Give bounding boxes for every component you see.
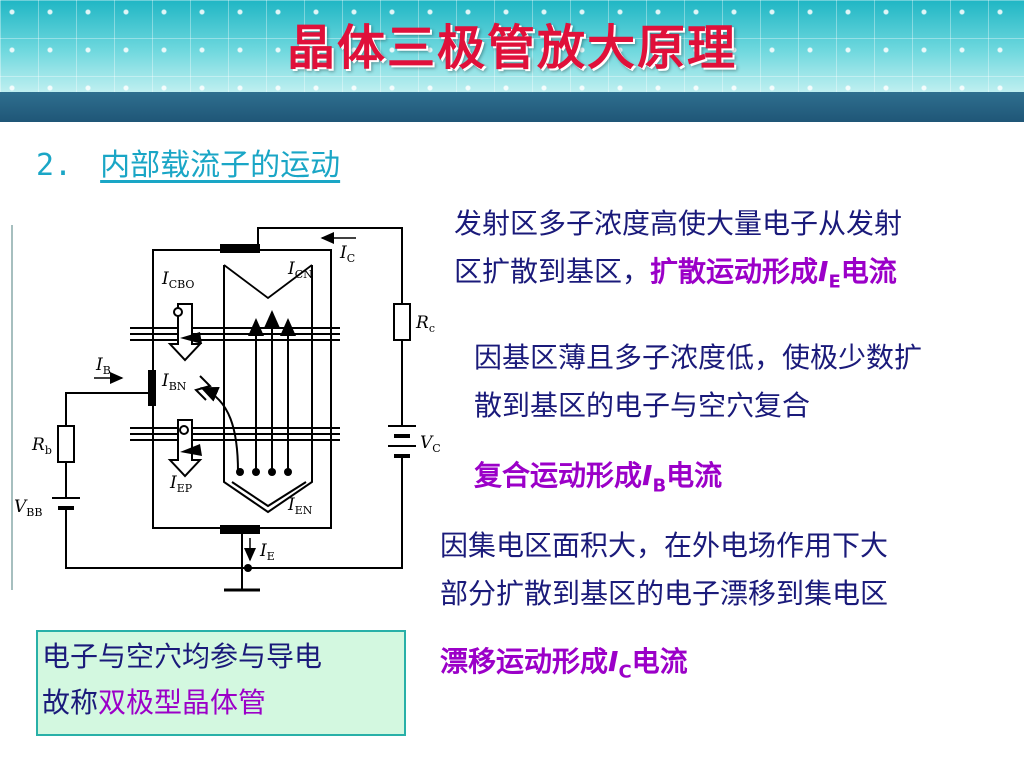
summary-line2: 故称双极型晶体管 [42,686,267,719]
note-emitter-line2: 区扩散到基区，扩散运动形成IE电流 [454,255,897,293]
highlight-ic: 漂移运动形成IC电流 [440,645,688,683]
header-banner [0,0,1024,92]
label-ic: IC [339,243,355,265]
section-heading: 2. 内部载流子的运动 [36,140,340,184]
page-title: 晶体三极管放大原理 [286,20,737,76]
label-vbb: VBB [14,497,42,519]
label-icbo: ICBO [161,269,194,291]
label-iep: IEP [169,473,193,495]
note-collector: 因集电区面积大，在外电场作用下大 部分扩散到基区的电子漂移到集电区 [440,522,888,618]
note-collector-line2: 部分扩散到基区的电子漂移到集电区 [440,577,889,610]
note-base-highlight: 复合运动形成IB电流 [474,452,722,511]
note-base-line1: 因基区薄且多子浓度低，使极少数扩 [474,341,923,374]
emitter-terminal [220,525,260,534]
note-emitter: 发射区多子浓度高使大量电子从发射 区扩散到基区，扩散运动形成IE电流 [454,200,902,307]
label-ien: IEN [287,495,313,517]
label-rb: Rb [31,435,52,457]
summary-box: 电子与空穴均参与导电 故称双极型晶体管 [36,630,406,736]
section-number: 2. [36,148,73,183]
note-collector-highlight: 漂移运动形成IC电流 [440,638,688,697]
header-bar [0,92,1024,122]
label-icn: ICN [287,259,313,281]
base-terminal [148,370,156,406]
label-ibn: IBN [161,371,187,393]
label-ie: IE [259,541,275,563]
label-rc: Rc [415,313,435,335]
collector-terminal [220,244,260,253]
note-collector-line1: 因集电区面积大，在外电场作用下大 [440,529,889,562]
rb-resistor [57,425,75,463]
summary-highlight: 双极型晶体管 [98,686,267,719]
note-base-line2: 散到基区的电子与空穴复合 [474,389,811,422]
transistor-diagram: IC ICN ICBO IB IBN IEP IEN IE Rc Rb VCC … [11,225,440,592]
note-base: 因基区薄且多子浓度低，使极少数扩 散到基区的电子与空穴复合 [474,334,922,430]
highlight-ib: 复合运动形成IB电流 [474,459,723,497]
label-vcc: VCC [420,433,440,455]
note-emitter-line1: 发射区多子浓度高使大量电子从发射 [454,207,903,240]
label-ib: IB [95,355,111,377]
highlight-ie: 扩散运动形成IE电流 [650,255,897,293]
section-title[interactable]: 内部载流子的运动 [100,148,341,183]
rc-resistor [393,303,411,341]
summary-line1: 电子与空穴均参与导电 [42,640,323,673]
